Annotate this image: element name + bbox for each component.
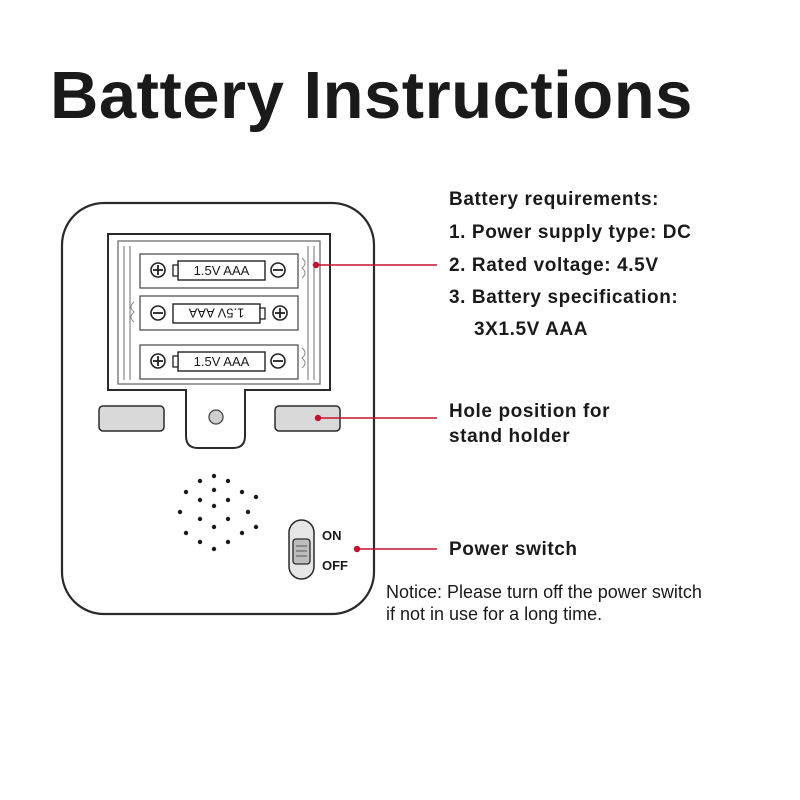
- battery-label: 1.5V AAA: [188, 306, 244, 321]
- leader-dot: [353, 545, 361, 553]
- leader-dot: [312, 261, 320, 269]
- battery-cell: [139, 295, 299, 331]
- leader-dot: [314, 414, 322, 422]
- battery-nub: [259, 307, 266, 320]
- speaker-grille: [177, 473, 259, 552]
- requirements-heading: Battery requirements:: [449, 189, 660, 210]
- switch-off-label: OFF: [322, 558, 348, 573]
- requirement-item: 3. Battery specification:: [449, 287, 679, 308]
- spring-contacts: [130, 257, 306, 369]
- battery-3: 1.5V AAA: [139, 344, 299, 380]
- screw-hole: [208, 409, 224, 425]
- power-switch-label: Power switch: [449, 539, 578, 560]
- switch-on-label: ON: [322, 528, 342, 543]
- battery-nub: [172, 355, 179, 368]
- compartment-rails: [123, 246, 315, 380]
- notice-text: if not in use for a long time.: [386, 604, 603, 624]
- power-switch[interactable]: [288, 519, 315, 580]
- requirement-item: 2. Rated voltage: 4.5V: [449, 255, 659, 276]
- requirement-item: 1. Power supply type: DC: [449, 222, 692, 243]
- stand-holder-label: Hole position for: [449, 401, 611, 422]
- notice-text: Notice: Please turn off the power switch: [386, 582, 702, 602]
- battery-label: 1.5V AAA: [194, 263, 250, 278]
- leader-lines: [312, 261, 437, 553]
- battery-label: 1.5V AAA: [194, 354, 250, 369]
- battery-2: 1.5V AAA: [139, 295, 299, 331]
- page-title: Battery Instructions: [50, 58, 693, 133]
- battery-1: 1.5V AAA: [139, 253, 299, 289]
- stand-holder-label: stand holder: [449, 426, 571, 447]
- battery-nub: [172, 264, 179, 277]
- stand-holder-slot-left: [98, 405, 165, 432]
- requirement-item: 3X1.5V AAA: [474, 319, 589, 340]
